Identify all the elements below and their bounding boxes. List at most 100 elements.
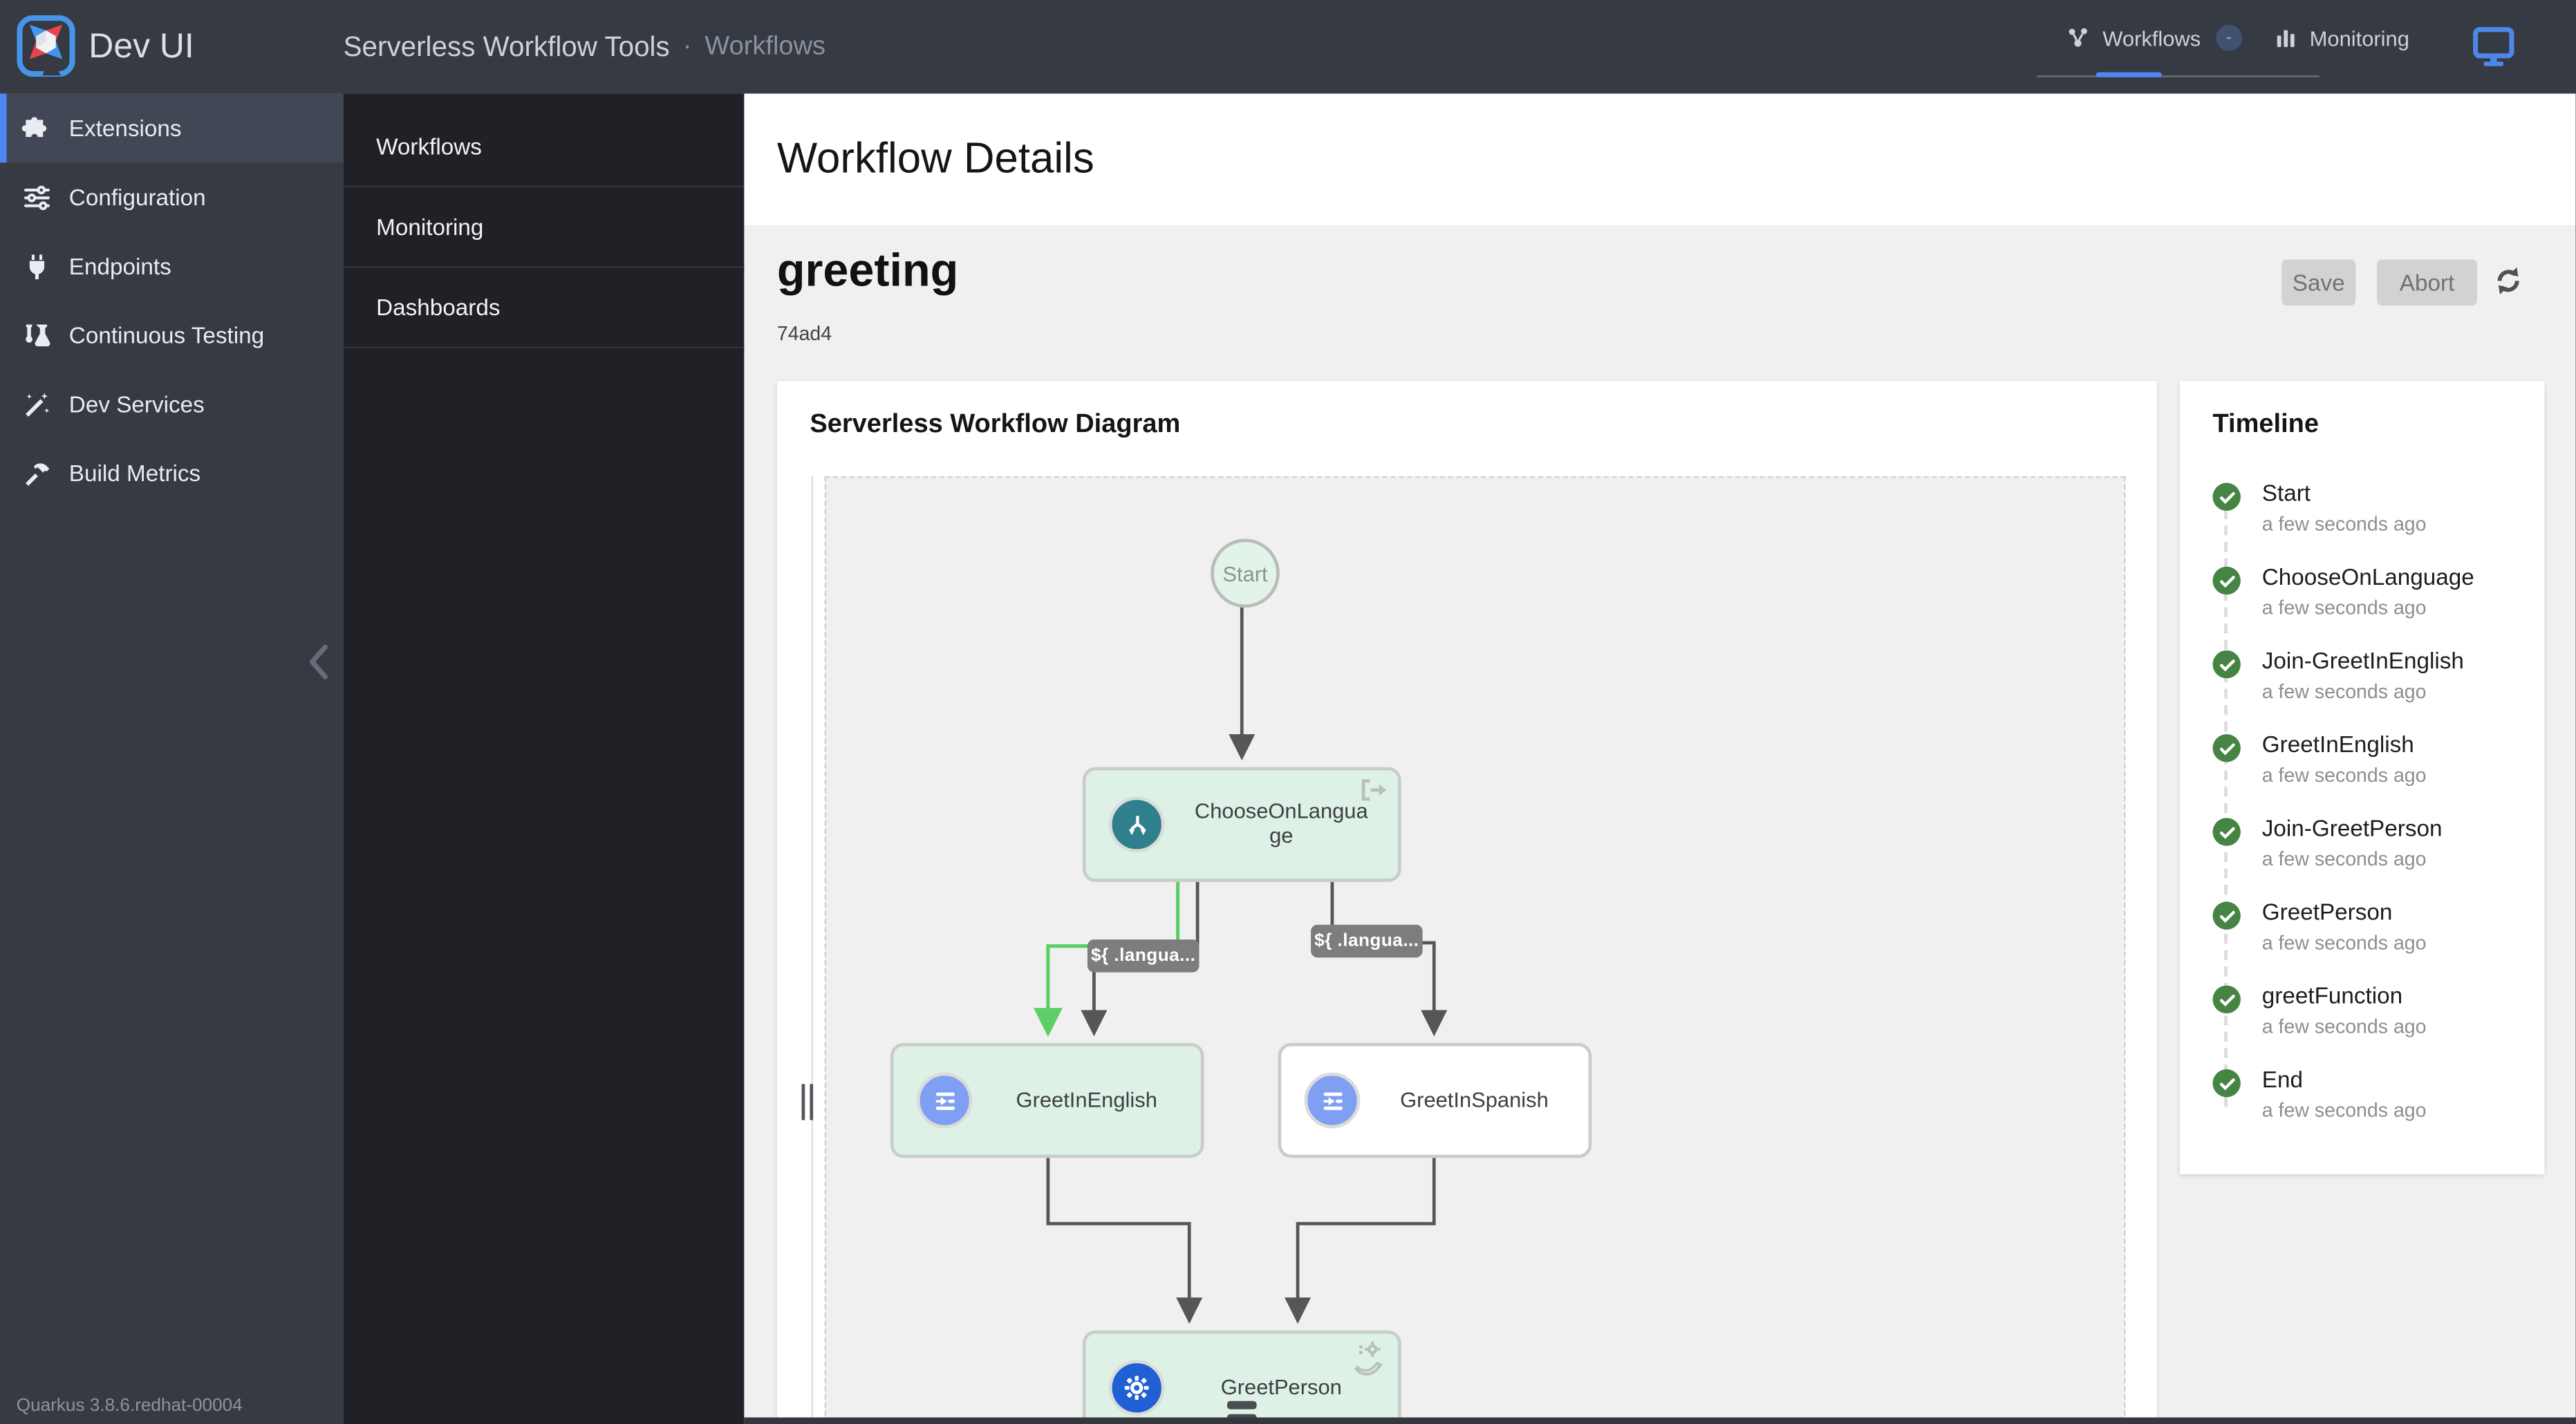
timeline-entry: greetFunction a few seconds ago [2212,982,2528,1066]
sidebar-item-label: Endpoints [68,252,171,279]
diagram-canvas[interactable]: Start Choose [824,476,2126,1424]
workflow-id: 74ad4 [776,321,832,345]
breadcrumb-page[interactable]: Workflows [704,32,826,60]
sidebar-item-label: Extensions [68,115,182,142]
timeline-entry-name: Join-GreetInEnglish [2261,647,2464,674]
submenu-item-monitoring[interactable]: Monitoring [343,187,745,268]
timeline-entry: Start a few seconds ago [2212,480,2528,563]
node-greet-person[interactable]: GreetPerson [1082,1330,1401,1424]
timeline-entry-time: a few seconds ago [2261,931,2427,955]
timeline-entry-name: End [2261,1066,2303,1093]
horizontal-scrollbar[interactable] [744,1417,2576,1424]
wand-icon [26,392,50,416]
sidebar-collapse-chevron-icon[interactable] [301,641,337,684]
sidebar-item-dev-services[interactable]: Dev Services [0,370,344,439]
timeline-entry: GreetPerson a few seconds ago [2212,899,2528,982]
node-greet-in-spanish[interactable]: GreetInSpanish [1278,1042,1592,1159]
tab-monitoring[interactable]: Monitoring [2273,0,2409,75]
node-label: GreetInEnglish [1016,1086,1157,1112]
quarkus-logo-icon[interactable] [17,15,76,77]
timeline-entry-time: a few seconds ago [2261,596,2427,619]
submenu-item-dashboards[interactable]: Dashboards [343,268,745,348]
save-button[interactable]: Save [2281,259,2356,306]
edge-condition-badge: ${ .langua... [1311,924,1423,958]
workflow-nodes-icon [2069,27,2087,46]
timeline-entry: Join-GreetInEnglish a few seconds ago [2212,647,2528,731]
diagram-edges [1033,601,1448,1324]
plug-icon [29,254,45,279]
quarkus-version-label: Quarkus 3.8.6.redhat-00004 [16,1396,243,1416]
timeline-entry: GreetInEnglish a few seconds ago [2212,731,2528,814]
tab-workflows-label: Workflows [2102,25,2201,50]
main-content: Workflow Details greeting 74ad4 Save Abo… [744,93,2576,1424]
splitter-drag-handle[interactable] [801,1084,816,1121]
diagram-title: Serverless Workflow Diagram [810,411,1181,439]
diagram-card: Serverless Workflow Diagram [776,381,2157,1424]
timeline-entry-time: a few seconds ago [2261,847,2427,871]
operation-gear-icon [1108,1360,1165,1416]
top-bar: Dev UI Serverless Workflow Tools · Workf… [0,0,2576,94]
sidebar-item-configuration[interactable]: Configuration [0,162,344,232]
sidebar-item-build-metrics[interactable]: Build Metrics [0,438,344,507]
node-label: ChooseOnLanguage [1194,798,1368,848]
success-check-icon [2212,734,2241,762]
node-start[interactable]: Start [1211,538,1280,608]
submenu-item-workflows[interactable]: Workflows [343,106,745,187]
breadcrumb: Serverless Workflow Tools · Workflows [344,0,825,93]
tab-active-indicator [2096,72,2162,77]
success-check-icon [2212,901,2241,930]
sidebar-item-label: Dev Services [68,391,205,418]
page-title: Workflow Details [776,133,1094,182]
success-check-icon [2212,483,2241,511]
node-label: GreetPerson [1220,1374,1342,1399]
exit-state-icon [1360,778,1388,809]
node-choose-on-language[interactable]: ChooseOnLanguage [1082,767,1401,882]
timeline-entry-name: ChooseOnLanguage [2261,563,2474,590]
primary-sidebar: Extensions Configuration Endpoints Conti… [0,93,344,1424]
diagram-splitter [811,476,814,1424]
sliders-icon [24,185,50,209]
success-check-icon [2212,1069,2241,1098]
extension-submenu: Workflows Monitoring Dashboards [343,93,745,1424]
tab-workflows[interactable]: Workflows - [2066,0,2242,75]
sidebar-item-extensions[interactable]: Extensions [0,93,344,163]
timeline-card: Timeline Start a few seconds ago ChooseO… [2179,381,2545,1174]
timeline-entry: End a few seconds ago [2212,1066,2528,1150]
timeline-entry-name: greetFunction [2261,982,2403,1009]
service-call-icon [1354,1340,1387,1385]
timeline-entry-name: Join-GreetPerson [2261,814,2443,841]
hammer-icon [26,462,50,485]
puzzle-icon [21,116,47,136]
desktop-monitor-icon[interactable] [2471,25,2517,69]
switch-state-icon [1108,796,1165,853]
success-check-icon [2212,650,2241,679]
timeline-entries: Start a few seconds ago ChooseOnLanguage… [2212,480,2528,1150]
tab-workflows-badge: - [2215,24,2242,51]
timeline-entry-name: GreetPerson [2261,898,2393,925]
timeline-entry: Join-GreetPerson a few seconds ago [2212,815,2528,899]
timeline-connector [2224,509,2228,1107]
success-check-icon [2212,566,2241,595]
node-label: GreetInSpanish [1400,1086,1549,1112]
sidebar-item-label: Continuous Testing [68,321,265,348]
abort-button[interactable]: Abort [2377,259,2478,306]
timeline-entry-name: Start [2261,479,2311,506]
success-check-icon [2212,985,2241,1013]
sidebar-item-label: Configuration [68,184,206,211]
flask-icon [26,324,50,346]
sidebar-item-label: Build Metrics [68,460,201,487]
success-check-icon [2212,818,2241,846]
timeline-title: Timeline [2212,411,2320,439]
sidebar-item-endpoints[interactable]: Endpoints [0,232,344,301]
edge-condition-badge: ${ .langua... [1087,939,1200,973]
timeline-entry-time: a few seconds ago [2261,1015,2427,1038]
node-greet-in-english[interactable]: GreetInEnglish [890,1042,1204,1159]
workflow-name: greeting [776,245,959,296]
timeline-entry-time: a few seconds ago [2261,763,2427,787]
sidebar-item-continuous-testing[interactable]: Continuous Testing [0,301,344,370]
inject-state-icon [1304,1072,1361,1129]
refresh-icon[interactable] [2492,265,2525,298]
inject-state-icon [916,1072,973,1129]
extension-title: Serverless Workflow Tools [343,30,670,62]
